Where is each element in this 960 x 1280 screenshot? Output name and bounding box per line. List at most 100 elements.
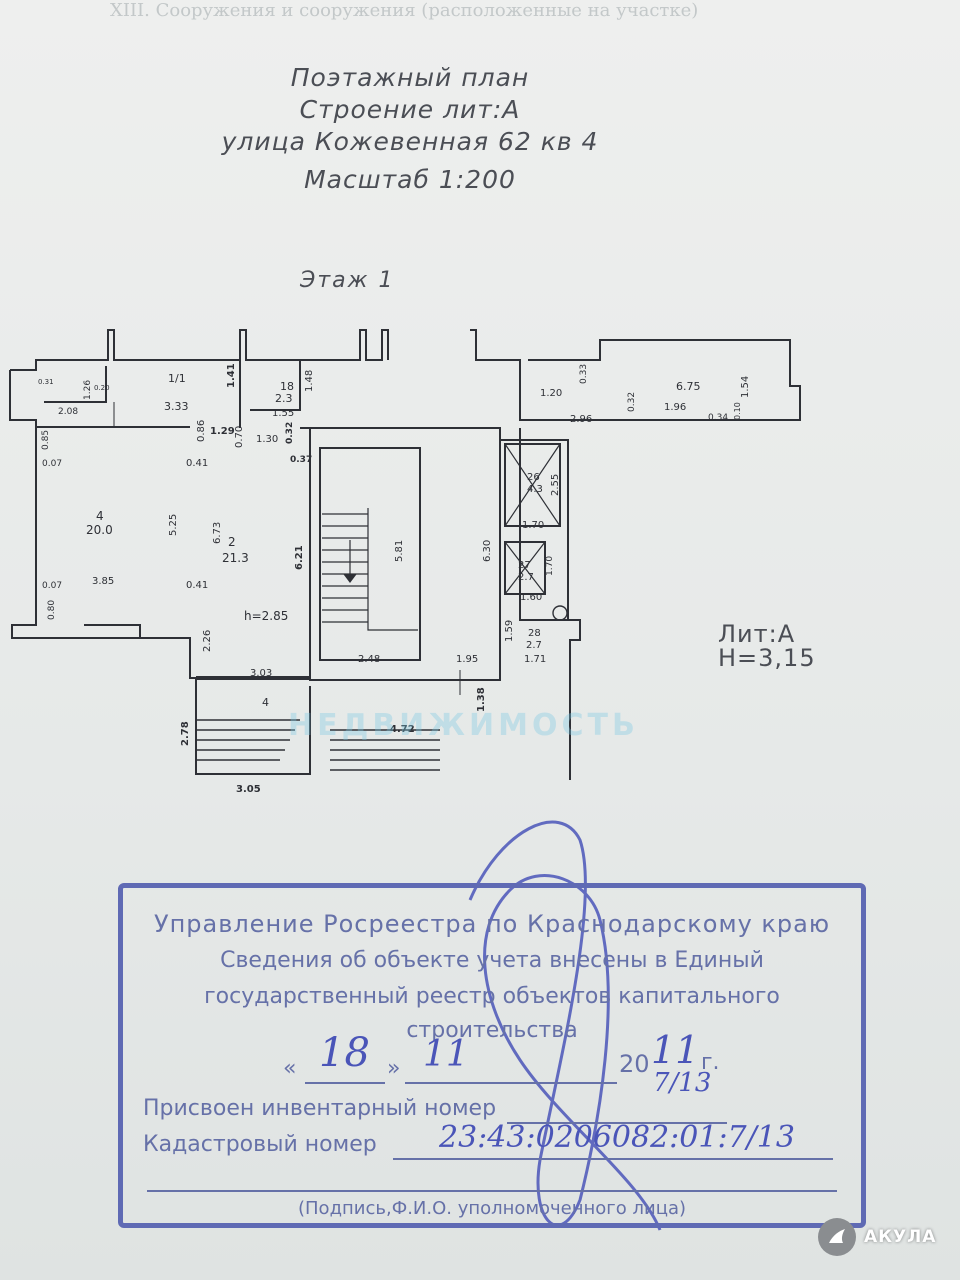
registry-stamp: Управление Росреестра по Краснодарскому …: [118, 883, 866, 1228]
room-28-area: 2.7: [526, 640, 542, 651]
stamp-inventory-label: Присвоен инвентарный номер: [143, 1096, 497, 1121]
stamp-line-2: Сведения об объекте учета внесены в Един…: [220, 948, 764, 973]
porch-label: 4: [262, 696, 269, 709]
dim-155: 1.55: [272, 408, 294, 419]
stamp-year-suffix: г.: [701, 1050, 720, 1075]
stair-core: [319, 447, 421, 661]
dim-086: 0.86: [196, 420, 207, 442]
plan-title: Поэтажный план: [290, 63, 530, 92]
dim-303: 3.03: [250, 668, 272, 679]
room-2-number: 2: [228, 535, 236, 549]
dim-041-top: 0.41: [186, 458, 208, 469]
dim-195: 1.95: [456, 654, 478, 665]
stamp-inventory-rule: [507, 1122, 727, 1124]
dim-581: 5.81: [394, 540, 405, 562]
akula-logo-text: АКУЛА: [864, 1227, 937, 1247]
room-4-number: 4: [96, 509, 104, 523]
faint-header: XIII. Сооружения и сооружения (расположе…: [110, 0, 699, 21]
stamp-year-prefix: 20: [619, 1050, 650, 1078]
wall-r18-bottom: [250, 360, 301, 411]
lit-height: Н=3,15: [718, 644, 816, 672]
dim-472: 4.72: [390, 724, 415, 735]
plan-title-block: Поэтажный план Строение лит:А улица Коже…: [150, 62, 670, 196]
shaft-27: [504, 541, 546, 595]
dim-085: 0.85: [41, 430, 51, 450]
dim-037: 0.37: [290, 455, 312, 465]
room-1-number: 1/1: [168, 372, 186, 385]
stamp-authority: Управление Росреестра по Краснодарскому …: [153, 910, 831, 938]
wall-north-left: [10, 329, 296, 371]
room-4-area: 20.0: [86, 523, 113, 537]
stamp-signature-caption: (Подпись,Ф.И.О. уполномоченного лица): [298, 1198, 686, 1219]
stamp-line-3: государственный реестр объектов капиталь…: [204, 984, 780, 1009]
dim-159: 1.59: [504, 620, 515, 642]
dim-032: 0.32: [285, 422, 295, 444]
dim-129: 1.29: [210, 426, 235, 437]
wall-west: [9, 370, 311, 775]
dim-031: 0.31: [38, 378, 54, 386]
dim-621: 6.21: [294, 545, 305, 570]
room-27-number: 27: [518, 560, 531, 571]
stamp-cadastral-label: Кадастровый номер: [143, 1132, 377, 1157]
dim-007-top: 0.07: [42, 459, 62, 469]
dim-208: 2.08: [58, 407, 78, 417]
stamp-day-rule: [305, 1082, 385, 1084]
dim-171: 1.71: [524, 654, 546, 665]
dim-675: 6.75: [676, 380, 701, 393]
dim-226: 2.26: [202, 630, 213, 652]
dim-041-bottom: 0.41: [186, 580, 208, 591]
room-28-number: 28: [528, 628, 541, 639]
dim-020: 0.20: [94, 384, 110, 392]
room-2-height: h=2.85: [244, 609, 288, 623]
stamp-date-day: 18: [319, 1030, 370, 1076]
stair-block: [300, 427, 501, 681]
dim-007-bottom: 0.07: [42, 581, 62, 591]
dim-278: 2.78: [180, 721, 191, 746]
lit-name: Лит:А: [718, 620, 796, 648]
dim-034: 0.34: [708, 413, 728, 423]
stamp-inventory-hand: 7/13: [653, 1068, 712, 1098]
floor-plan: 1/1 3.33 18 2.3 4 20.0 2 21.3 h=2.85 4 2…: [9, 329, 801, 795]
dim-296: 2.96: [570, 414, 592, 425]
room-26-number: 26: [527, 472, 540, 483]
wall-right-wing: [470, 329, 801, 421]
wall-corridor-top: [35, 420, 190, 428]
stamp-month-rule: [405, 1082, 617, 1084]
building-name: Строение лит:А: [299, 95, 521, 124]
dim-010: 0.10: [733, 402, 742, 420]
room-18-number: 18: [280, 380, 294, 393]
room-27-area: 2.7: [518, 572, 534, 583]
room-1-area: 3.33: [164, 400, 189, 413]
dim-033: 0.33: [579, 364, 589, 384]
dim-385: 3.85: [92, 576, 114, 587]
stamp-year-hand: 11: [651, 1028, 700, 1072]
dim-148: 1.48: [304, 370, 315, 392]
stamp-date-open: «: [283, 1056, 297, 1081]
stamp-date-month: 11: [423, 1034, 469, 1075]
floor-label: Этаж 1: [300, 268, 395, 293]
dim-120: 1.20: [540, 388, 562, 399]
watermark: НЕДВИЖИМОСТЬ: [288, 708, 639, 743]
dim-160: 1.60: [520, 592, 542, 603]
akula-logo: АКУЛА: [818, 1218, 936, 1256]
stamp-cadastral-hand: 23:43:0206082:01:7/13: [439, 1120, 795, 1155]
dim-170-a: 1.70: [522, 520, 544, 531]
wall-right-shaft: [519, 428, 581, 780]
dim-673: 6.73: [212, 522, 223, 544]
stamp-line-4: строительства: [406, 1018, 578, 1043]
dim-196: 1.96: [664, 402, 686, 413]
dim-126: 1.26: [83, 380, 93, 400]
dim-070: 0.70: [234, 426, 245, 448]
room-18-area: 2.3: [275, 392, 293, 405]
wall-bath: [44, 366, 107, 403]
shark-fin-icon: [818, 1218, 856, 1256]
stamp-signature-rule: [147, 1190, 837, 1192]
scale: Масштаб 1:200: [304, 165, 516, 194]
dim-170-b: 1.70: [545, 556, 555, 576]
room-2-area: 21.3: [222, 551, 249, 565]
address: улица Кожевенная 62 кв 4: [221, 127, 599, 156]
shaft-26: [504, 443, 561, 527]
dim-032-b: 0.32: [627, 392, 637, 412]
dim-525: 5.25: [168, 514, 179, 536]
